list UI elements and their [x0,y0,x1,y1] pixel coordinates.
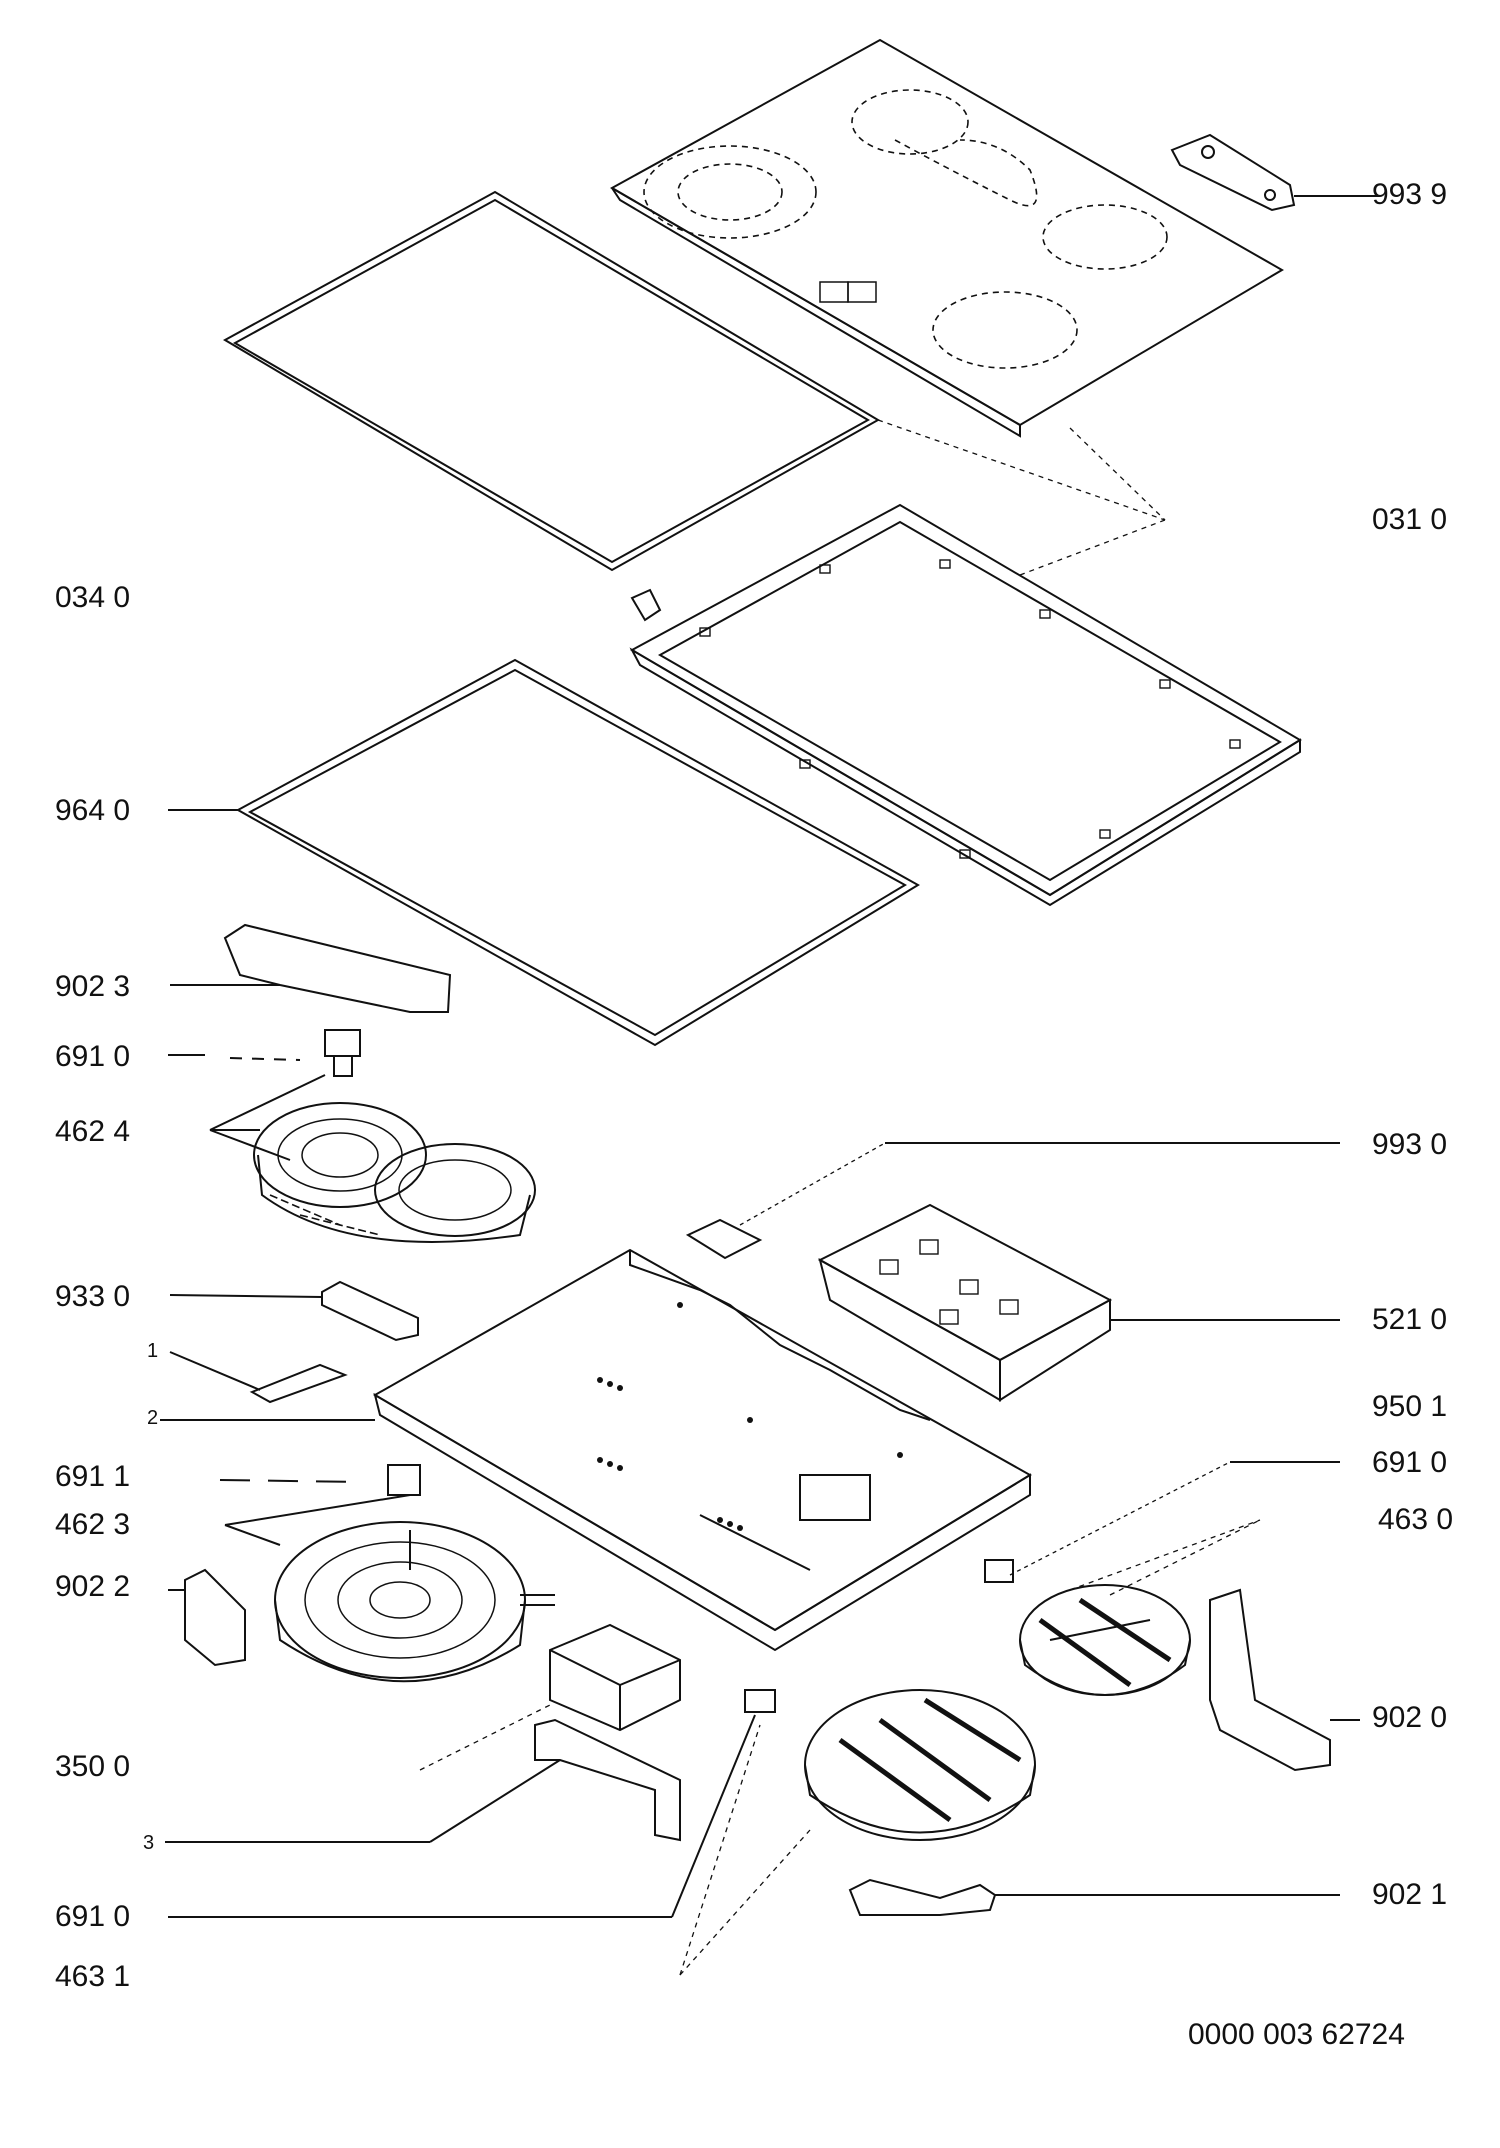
bracket-3 [165,1718,681,1843]
part-label-9640: 964 0 [55,794,131,827]
bracket-9023 [170,923,452,1013]
top-frame-gasket [222,190,880,572]
part-label-4624: 462 4 [55,1115,131,1148]
control-bracket-9939 [1170,133,1380,212]
bottom-tray-2 [160,1248,1032,1652]
part-label-6910-top: 691 0 [55,1040,131,1073]
part-label-9330: 933 0 [55,1280,131,1313]
bracket-9930 [685,1142,1340,1260]
heating-element-4623 [224,1494,555,1683]
connector-6910-top [168,1029,361,1077]
part-label-9023: 902 3 [55,970,131,1003]
mounting-clip [630,588,662,622]
connector-6910-bottom [168,1689,776,1918]
connector-6910-right [984,1461,1340,1583]
support-frame [629,503,1302,907]
document-number: 0000 003 62724 [1188,2018,1405,2051]
part-label-9501: 950 1 [1372,1390,1448,1423]
heating-element-4624 [209,1074,536,1243]
part-label-6910-bottom: 691 0 [55,1900,131,1933]
part-label-2: 2 [147,1407,159,1429]
part-label-9930: 993 0 [1372,1128,1448,1161]
bracket-9020 [1209,1588,1360,1772]
part-label-4630: 463 0 [1378,1503,1454,1536]
bracket-9021 [848,1878,1340,1916]
terminal-block-3500 [419,1623,681,1771]
part-label-6911: 691 1 [55,1460,131,1493]
part-label-5210: 521 0 [1372,1303,1448,1336]
ceramic-cooktop-glass [609,38,1284,438]
part-label-9021: 902 1 [1372,1878,1448,1911]
part-label-3: 3 [143,1832,155,1854]
part-label-4623: 462 3 [55,1508,131,1541]
part-label-9020: 902 0 [1372,1701,1448,1734]
part-label-4631: 463 1 [55,1960,131,1993]
part-label-0340: 034 0 [55,581,131,614]
part-label-3500: 350 0 [55,1750,131,1783]
part-label-6910-right: 691 0 [1372,1446,1448,1479]
part-label-9022: 902 2 [55,1570,131,1603]
part-label-9939: 993 9 [1372,178,1448,211]
bracket-9022 [168,1568,246,1667]
seal-gasket-9640 [168,658,920,1047]
thermostat-9330 [169,1280,419,1342]
part-label-0310: 031 0 [1372,503,1448,536]
part-label-1: 1 [147,1340,159,1362]
connector-6911 [219,1464,421,1496]
small-plate-1 [169,1351,348,1404]
electronic-control-module-5210 [817,1203,1340,1402]
heating-element-4630 [1019,1519,1261,1696]
heating-element-4631 [679,1689,1036,1976]
leader-0310 [877,419,1166,576]
